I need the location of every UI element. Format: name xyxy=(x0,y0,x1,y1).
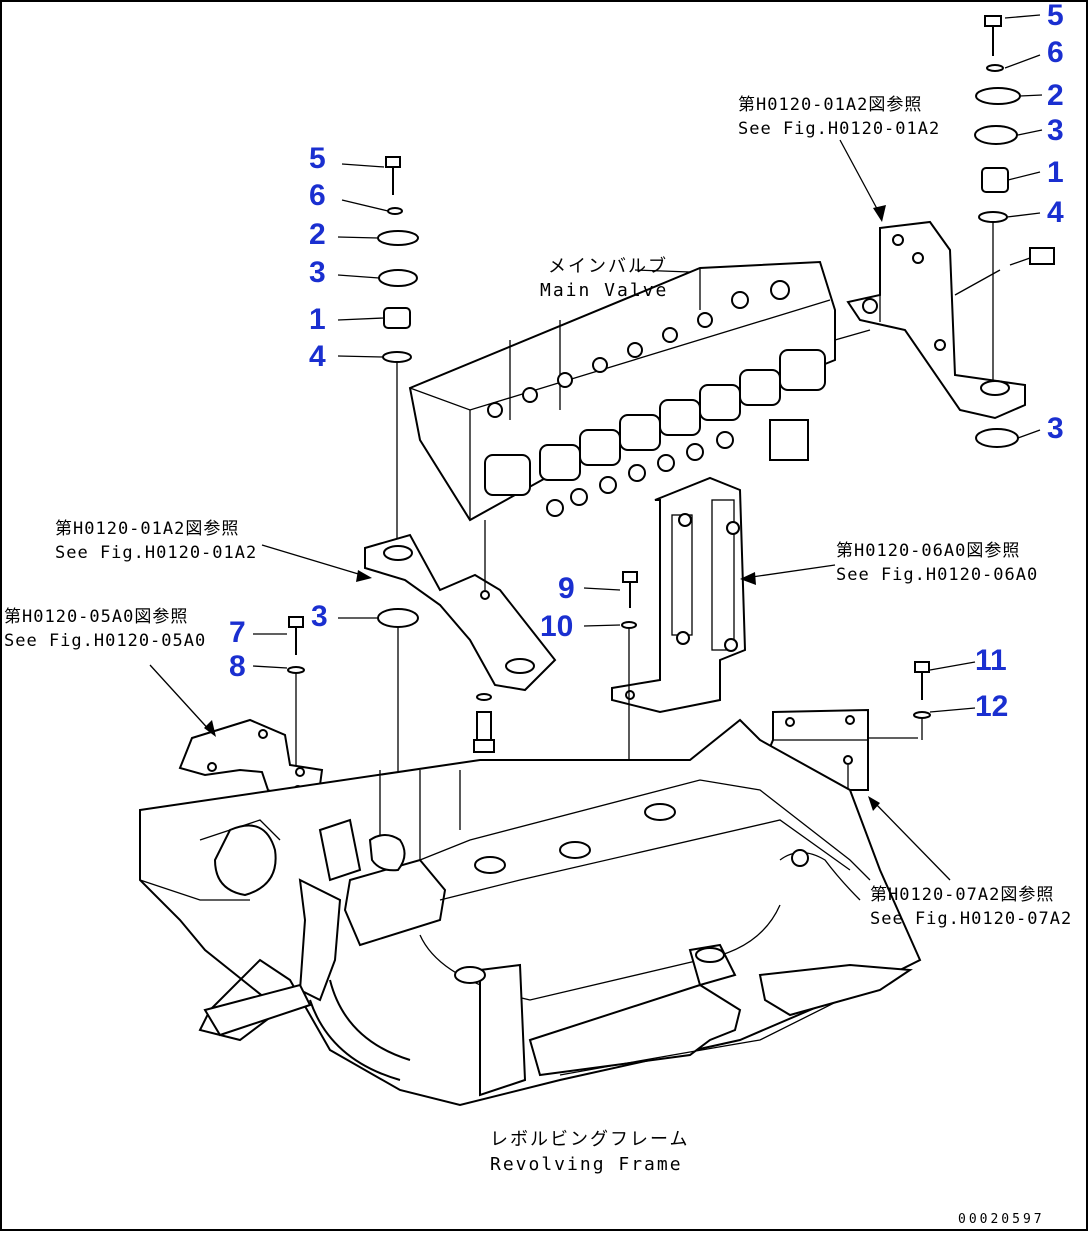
ref-label-jp: 第H0120-01A2図参照 xyxy=(55,519,239,539)
bolt-under-bracket xyxy=(476,711,492,741)
callout-number: 12 xyxy=(975,690,1008,723)
frame-label-jp: レボルビングフレーム xyxy=(490,1129,689,1150)
right-bracket xyxy=(846,220,1055,420)
bolt-7 xyxy=(288,616,304,628)
ref-label-jp: 第H0120-06A0図参照 xyxy=(836,541,1020,561)
ref-label-jp: 第H0120-01A2図参照 xyxy=(738,95,922,115)
callout-number: 3 xyxy=(311,600,328,633)
washer-large xyxy=(377,230,419,246)
washer-10 xyxy=(621,621,637,629)
o-ring xyxy=(382,351,412,363)
callout-number: 6 xyxy=(1047,36,1064,69)
ref-label-jp: 第H0120-07A2図参照 xyxy=(870,885,1054,905)
callout-number: 4 xyxy=(1047,196,1064,229)
valve-foot xyxy=(769,419,809,461)
callout-number: 2 xyxy=(1047,79,1064,112)
bolt-head xyxy=(385,156,401,168)
callout-number: 2 xyxy=(309,218,326,251)
reference-leaders xyxy=(149,139,951,881)
ref-label-en: See Fig.H0120-06A0 xyxy=(836,565,1038,585)
callout-number: 10 xyxy=(540,610,573,643)
ref-label-en: See Fig.H0120-01A2 xyxy=(55,543,257,563)
callout-number: 1 xyxy=(309,303,326,336)
callout-number: 1 xyxy=(1047,156,1064,189)
washer-large xyxy=(975,87,1021,105)
cushion-ring xyxy=(378,269,418,287)
washer-12 xyxy=(913,711,931,719)
washer-8 xyxy=(287,666,305,674)
revolving-frame xyxy=(139,718,922,1107)
callout-number: 3 xyxy=(1047,114,1064,147)
callout-numbers: 5 6 2 3 1 4 5 6 2 3 1 4 3 3 7 8 9 10 11 … xyxy=(229,0,1064,723)
callout-number: 5 xyxy=(1047,0,1064,32)
callout-number: 11 xyxy=(975,644,1007,677)
bolt-11 xyxy=(914,661,930,673)
hose-bracket xyxy=(611,476,747,714)
callout-number: 8 xyxy=(229,650,246,683)
right-fastener-stack xyxy=(974,14,1043,448)
left-fastener-stack xyxy=(337,156,419,545)
washer-small xyxy=(387,207,403,215)
drawing-code: 00020597 xyxy=(958,1212,1045,1227)
o-ring xyxy=(978,211,1008,223)
callout-number: 3 xyxy=(1047,412,1064,445)
washer-small xyxy=(986,64,1004,72)
callout-number: 7 xyxy=(229,616,246,649)
ref-label-jp: 第H0120-05A0図参照 xyxy=(4,607,188,627)
main-valve xyxy=(408,260,871,522)
text-labels: 第H0120-01A2図参照 See Fig.H0120-01A2 第H0120… xyxy=(4,95,1072,1227)
frame-label-en: Revolving Frame xyxy=(490,1154,683,1175)
cushion-ring xyxy=(974,125,1018,145)
callout-number: 3 xyxy=(309,256,326,289)
left-bracket xyxy=(364,520,557,753)
ref-label-en: See Fig.H0120-01A2 xyxy=(738,119,940,139)
cushion-ring-mid xyxy=(377,608,419,628)
collar xyxy=(383,307,411,329)
ref-label-en: See Fig.H0120-07A2 xyxy=(870,909,1072,929)
collar xyxy=(981,167,1009,193)
main-valve-label-jp: メインバルブ xyxy=(548,255,668,277)
callout-number: 4 xyxy=(309,340,326,373)
ref-label-en: See Fig.H0120-05A0 xyxy=(4,631,206,651)
bolt-9 xyxy=(622,571,638,583)
callout-number: 9 xyxy=(558,572,575,605)
side-bolt xyxy=(1029,247,1055,265)
callout-number: 6 xyxy=(309,179,326,212)
cushion-ring-lower xyxy=(975,428,1019,448)
callout-number: 5 xyxy=(309,142,326,175)
bolt-head xyxy=(984,15,1002,27)
main-valve-label-en: Main Valve xyxy=(540,280,668,301)
